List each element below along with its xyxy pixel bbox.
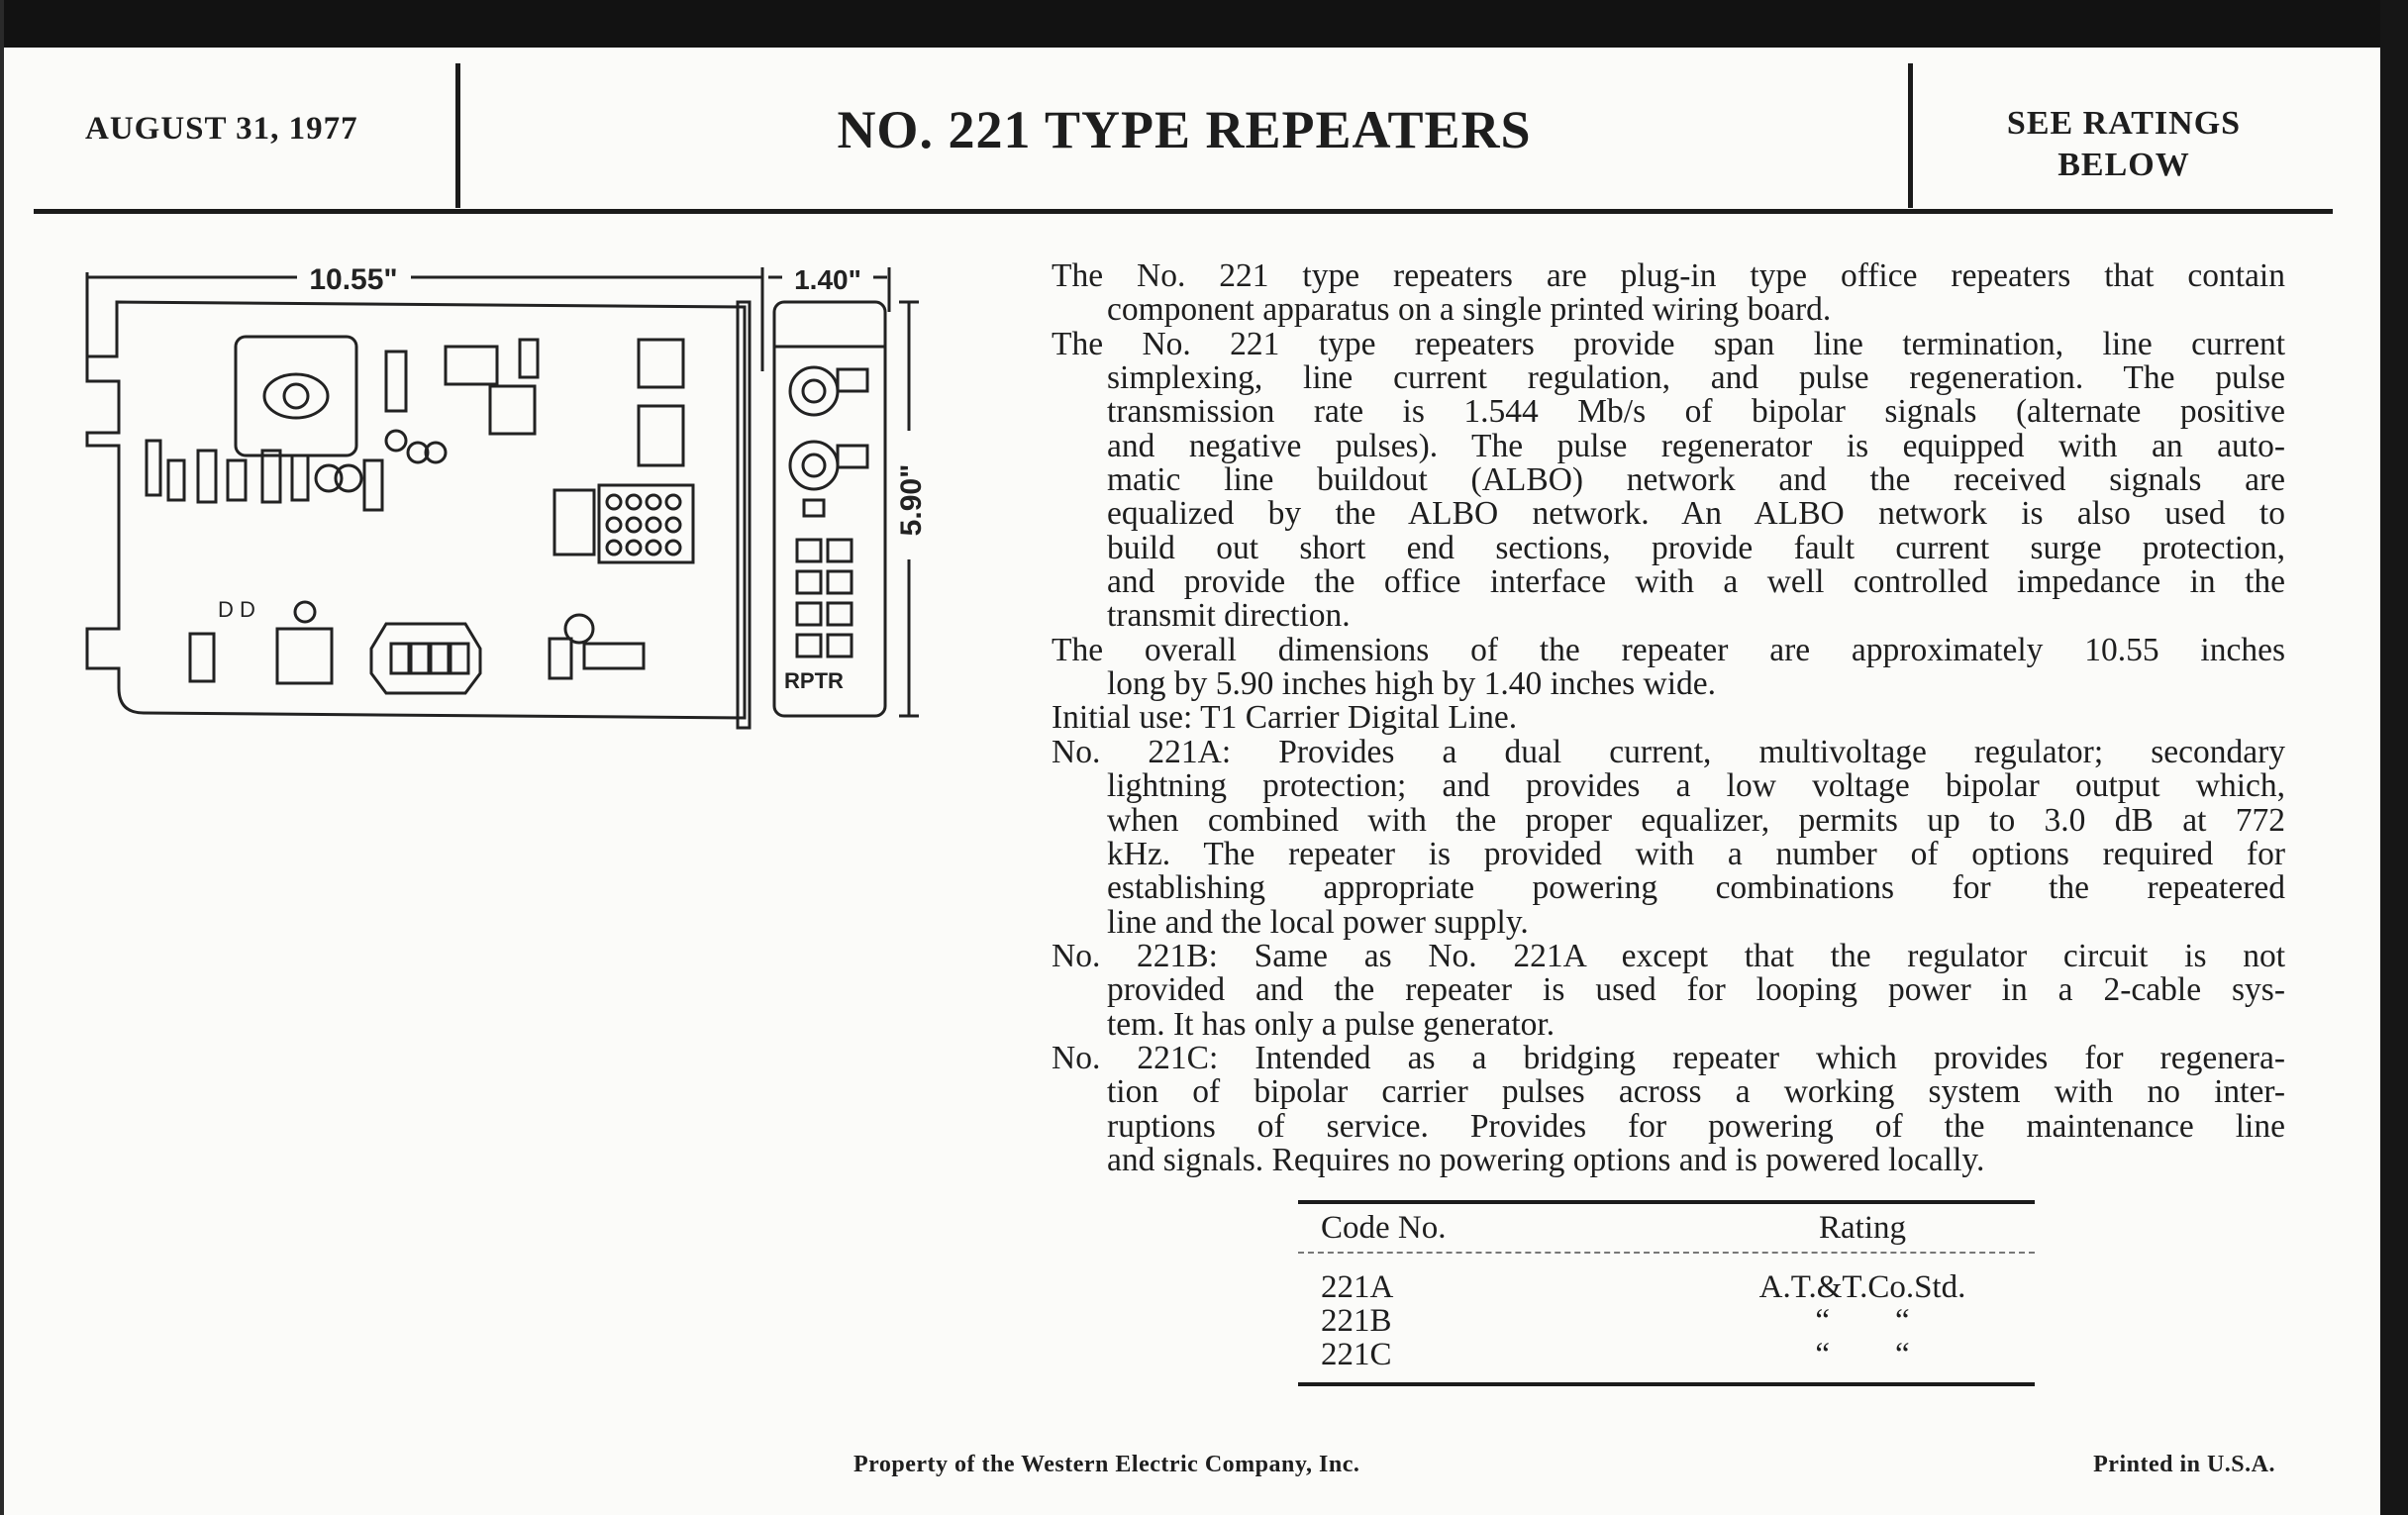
dimension-lines (85, 267, 919, 718)
header-rule (34, 209, 2333, 214)
paragraph-line: establishing appropriate powering combin… (1107, 869, 2285, 907)
height-dimension: 5.90" (895, 464, 928, 537)
code-cell: 221B (1321, 1303, 1392, 1339)
paragraph-line: No. 221C: Intended as a bridging repeate… (1052, 1039, 2285, 1076)
paragraph-line: kHz. The repeater is provided with a num… (1107, 835, 2285, 872)
paragraph-line: transmission rate is 1.544 Mb/s of bipol… (1107, 393, 2285, 431)
scan-top-border (0, 0, 2408, 48)
indicator-lamps (795, 538, 853, 658)
table-row: 221B “ “ (1298, 1303, 2035, 1339)
length-dimension: 10.55" (309, 263, 397, 296)
table-row: 221A A.T.&T.Co.Std. (1298, 1269, 2035, 1305)
table-bottom-rule (1298, 1382, 2035, 1386)
repeater-board-diagram: 10.55" 1.40" 5.90" RPTR D D (85, 263, 928, 730)
page-title: NO. 221 TYPE REPEATERS (837, 100, 1532, 159)
paragraph-line: line and the local power supply. (1107, 903, 1529, 941)
paragraph-line: No. 221A: Provides a dual current, multi… (1052, 733, 2285, 770)
paragraph-line: simplexing, line current regulation, and… (1107, 359, 2285, 397)
description-text: The No. 221 type repeaters are plug-in t… (1052, 257, 2285, 1178)
component-row-upper (384, 338, 685, 467)
paragraph-line: No. 221B: Same as No. 221A except that t… (1052, 937, 2285, 974)
rating-cell: “ “ (1815, 1337, 1910, 1372)
faceplate-label: RPTR (784, 668, 844, 693)
table-row: 221C “ “ (1298, 1337, 2035, 1372)
ratings-note: SEE RATINGS BELOW (1911, 103, 2337, 186)
heat-sink (234, 335, 358, 457)
scan-right-border (2380, 0, 2408, 1515)
printed-notice: Printed in U.S.A. (2093, 1452, 2275, 1477)
paragraph-line: and negative pulses). The pulse regenera… (1107, 427, 2285, 464)
diode-labels: D D (218, 597, 255, 622)
board-outline (85, 300, 747, 720)
property-notice: Property of the Western Electric Company… (853, 1452, 1360, 1477)
faceplate (772, 300, 887, 718)
paragraph-line: The No. 221 type repeaters are plug-in t… (1052, 257, 2285, 294)
jack-1 (788, 365, 840, 417)
rating-cell: “ “ (1815, 1303, 1910, 1339)
paragraph-line: tem. It has only a pulse generator. (1107, 1005, 1555, 1043)
paragraph-line: equalized by the ALBO network. An ALBO n… (1107, 495, 2285, 533)
ratings-table: Code No. Rating 221A A.T.&T.Co.Std. 221B… (1298, 1200, 2035, 1386)
paragraph-line: The No. 221 type repeaters provide span … (1052, 325, 2285, 362)
jack-2 (788, 440, 840, 491)
table-header-row: Code No. Rating (1298, 1210, 2035, 1246)
paragraph-line: tion of bipolar carrier pulses across a … (1107, 1073, 2285, 1111)
code-cell: 221C (1321, 1337, 1392, 1372)
width-dimension: 1.40" (794, 264, 861, 295)
dip-package (552, 483, 695, 564)
paragraph-line: lightning protection; and provides a low… (1107, 767, 2285, 805)
paragraph-line: when combined with the proper equalizer,… (1107, 801, 2285, 839)
paragraph-line: component apparatus on a single printed … (1107, 291, 1832, 329)
paragraph-line: Initial use: T1 Carrier Digital Line. (1052, 699, 1518, 737)
paragraph-line: and signals. Requires no powering option… (1107, 1141, 1985, 1178)
paragraph-line: and provide the office interface with a … (1107, 563, 2285, 601)
rating-cell: A.T.&T.Co.Std. (1758, 1269, 1966, 1305)
table-header-divider (1298, 1252, 2035, 1254)
ratings-note-line1: SEE RATINGS (2006, 105, 2242, 142)
component-row-lower: D D (188, 597, 646, 695)
component-row-middle (145, 439, 384, 512)
paragraph-line: ruptions of service. Provides for poweri… (1107, 1107, 2285, 1145)
code-cell: 221A (1321, 1269, 1394, 1305)
paragraph-line: build out short end sections, provide fa… (1107, 529, 2285, 566)
paragraph-line: provided and the repeater is used for lo… (1107, 971, 2285, 1009)
paragraph-line: matic line buildout (ALBO) network and t… (1107, 461, 2285, 499)
paragraph-line: long by 5.90 inches high by 1.40 inches … (1107, 665, 1717, 703)
issue-date: AUGUST 31, 1977 (85, 111, 358, 147)
table-top-rule (1298, 1200, 2035, 1204)
column-header-code: Code No. (1321, 1210, 1447, 1246)
column-header-rating: Rating (1819, 1210, 1906, 1246)
ratings-note-line2: BELOW (2057, 147, 2190, 183)
header-divider-left (455, 63, 460, 208)
scan-left-border (0, 0, 4, 1515)
header-divider-right (1908, 63, 1913, 208)
paragraph-line: The overall dimensions of the repeater a… (1052, 631, 2285, 668)
paragraph-line: transmit direction. (1107, 597, 1351, 635)
faceplate-bracket (736, 300, 752, 730)
